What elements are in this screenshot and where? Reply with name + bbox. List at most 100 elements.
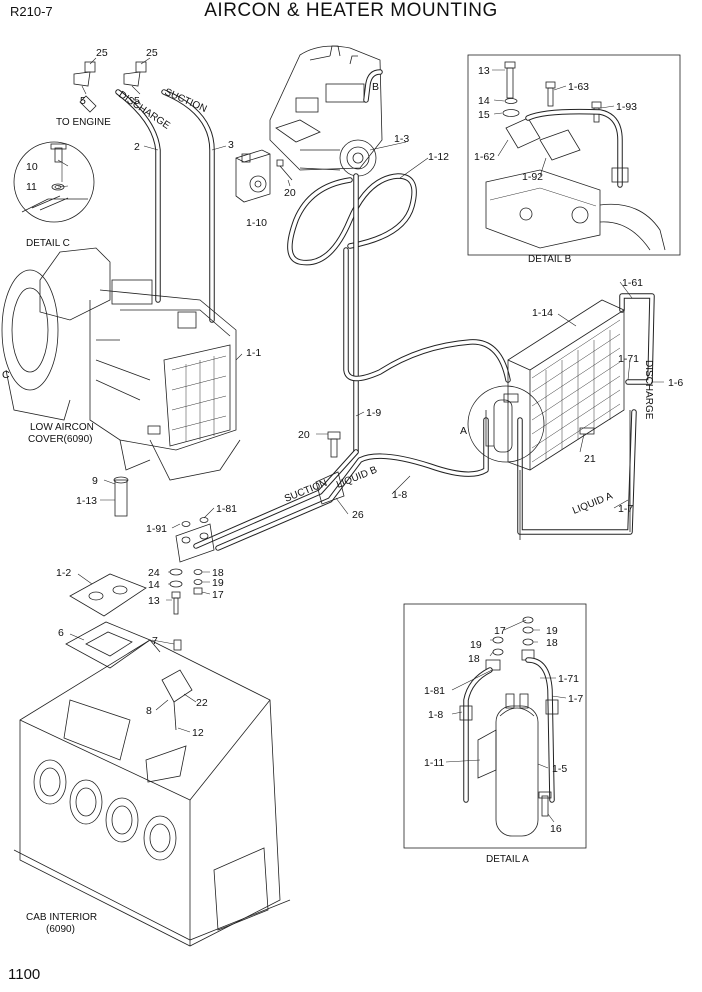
part-label-14: 14	[148, 579, 160, 591]
part-label-1-3: 1-3	[394, 133, 409, 145]
hose-connector-block	[175, 523, 215, 563]
view-letter-a: A	[460, 425, 467, 437]
plate-1-2	[69, 573, 147, 617]
part-1-10-block	[235, 149, 271, 203]
model-code: R210-7	[10, 4, 53, 19]
detail-b-frame	[467, 54, 681, 256]
receiver-drier-small	[485, 393, 519, 453]
part-label-5: 5	[134, 95, 140, 107]
part-label-1-61: 1-61	[622, 277, 643, 289]
part-label-1-5: 1-5	[552, 763, 567, 775]
part-label-7: 7	[152, 635, 158, 647]
part-label-19: 19	[546, 625, 558, 637]
part-label-19: 19	[212, 577, 224, 589]
bolt-20-lower	[327, 431, 341, 458]
hoses	[115, 89, 655, 551]
page-number: 1100	[8, 966, 41, 983]
page-title: AIRCON & HEATER MOUNTING	[204, 0, 498, 21]
caption-detail-b: DETAIL B	[528, 254, 572, 265]
part-label-1-81: 1-81	[424, 685, 445, 697]
part-label-3: 3	[228, 139, 234, 151]
detail-c-parts	[21, 143, 88, 213]
part-label-1-12: 1-12	[428, 151, 449, 163]
part-label-11: 11	[26, 181, 37, 193]
part-label-1-6: 1-6	[668, 377, 683, 389]
part-label-17: 17	[212, 589, 224, 601]
part-label-1-81: 1-81	[216, 503, 237, 515]
engine-fittings	[73, 61, 147, 113]
part-label-26: 26	[352, 509, 364, 521]
part-label-14: 14	[478, 95, 490, 107]
part-label-19: 19	[470, 639, 482, 651]
part-label-18: 18	[212, 567, 224, 579]
caption-low-aircon-cover: LOW AIRCON	[30, 422, 94, 433]
part-label-1-1: 1-1	[246, 347, 261, 359]
part-label-18: 18	[468, 653, 480, 665]
view-letter-c: C	[2, 369, 10, 381]
part-label-17: 17	[494, 625, 506, 637]
part-label-1-92: 1-92	[522, 171, 543, 183]
detail-a-parts	[459, 616, 559, 837]
caption-detail-a: DETAIL A	[486, 854, 529, 865]
hose-print-6: DISCHARGE	[643, 360, 654, 420]
part-label-1-71: 1-71	[618, 353, 639, 365]
part-label-20: 20	[298, 429, 310, 441]
caption-cab-interior: CAB INTERIOR	[26, 912, 97, 923]
washer-stack	[169, 517, 209, 615]
part-label-18: 18	[546, 637, 558, 649]
caption-detail-c: DETAIL C	[26, 238, 70, 249]
part-label-10: 10	[26, 161, 38, 173]
part-label-9: 9	[92, 475, 98, 487]
part-label-1-8: 1-8	[392, 489, 407, 501]
part-label-1-7: 1-7	[568, 693, 583, 705]
cab-body	[13, 639, 291, 947]
part-label-13: 13	[148, 595, 160, 607]
detail-b-parts	[485, 61, 666, 251]
part-label-13: 13	[478, 65, 490, 77]
part-label-20: 20	[284, 187, 296, 199]
compressor	[269, 45, 383, 177]
part-label-6: 6	[58, 627, 64, 639]
part-label-1-63: 1-63	[568, 81, 589, 93]
part-label-1-10: 1-10	[246, 217, 267, 229]
hose-print-3: SUCTION	[163, 87, 209, 115]
part-label-1-8: 1-8	[428, 709, 443, 721]
part-label-1-13: 1-13	[76, 495, 97, 507]
part-label-15: 15	[478, 109, 490, 121]
part-label-24: 24	[148, 567, 160, 579]
part-label-5: 5	[80, 95, 86, 107]
part-label-1-2: 1-2	[56, 567, 71, 579]
view-a-circle	[467, 385, 545, 463]
hose-print-7: LIQUID A	[571, 491, 615, 517]
part-label-21: 21	[584, 453, 596, 465]
part-label-25: 25	[96, 47, 108, 59]
part-label-1-7: 1-7	[618, 503, 633, 515]
part-label-1-71: 1-71	[558, 673, 579, 685]
clamp-26	[315, 471, 345, 505]
hvac-unit	[1, 247, 241, 481]
bracket-22	[161, 669, 193, 731]
part-label-25: 25	[146, 47, 158, 59]
part-label-16: 16	[550, 823, 562, 835]
part-label-22: 22	[196, 697, 208, 709]
bolt-20-top	[276, 159, 293, 181]
caption-low-aircon-cover: COVER(6090)	[28, 434, 92, 445]
part-label-1-11: 1-11	[424, 757, 444, 769]
condenser	[507, 299, 631, 540]
cover-plate-6	[65, 621, 182, 669]
part-label-1-62: 1-62	[474, 151, 495, 163]
drain-hose	[113, 476, 129, 517]
detail-c-frame	[13, 141, 95, 223]
caption-cab-interior: (6090)	[46, 924, 75, 935]
part-label-1-93: 1-93	[616, 101, 637, 113]
view-letter-b: B	[372, 81, 379, 93]
caption-to-engine: TO ENGINE	[56, 117, 111, 128]
part-label-1-91: 1-91	[146, 523, 167, 535]
part-label-8: 8	[146, 705, 152, 717]
leader-lines	[57, 57, 664, 823]
part-label-1-9: 1-9	[366, 407, 381, 419]
part-label-1-14: 1-14	[532, 307, 553, 319]
part-label-2: 2	[134, 141, 140, 153]
part-label-12: 12	[192, 727, 204, 739]
